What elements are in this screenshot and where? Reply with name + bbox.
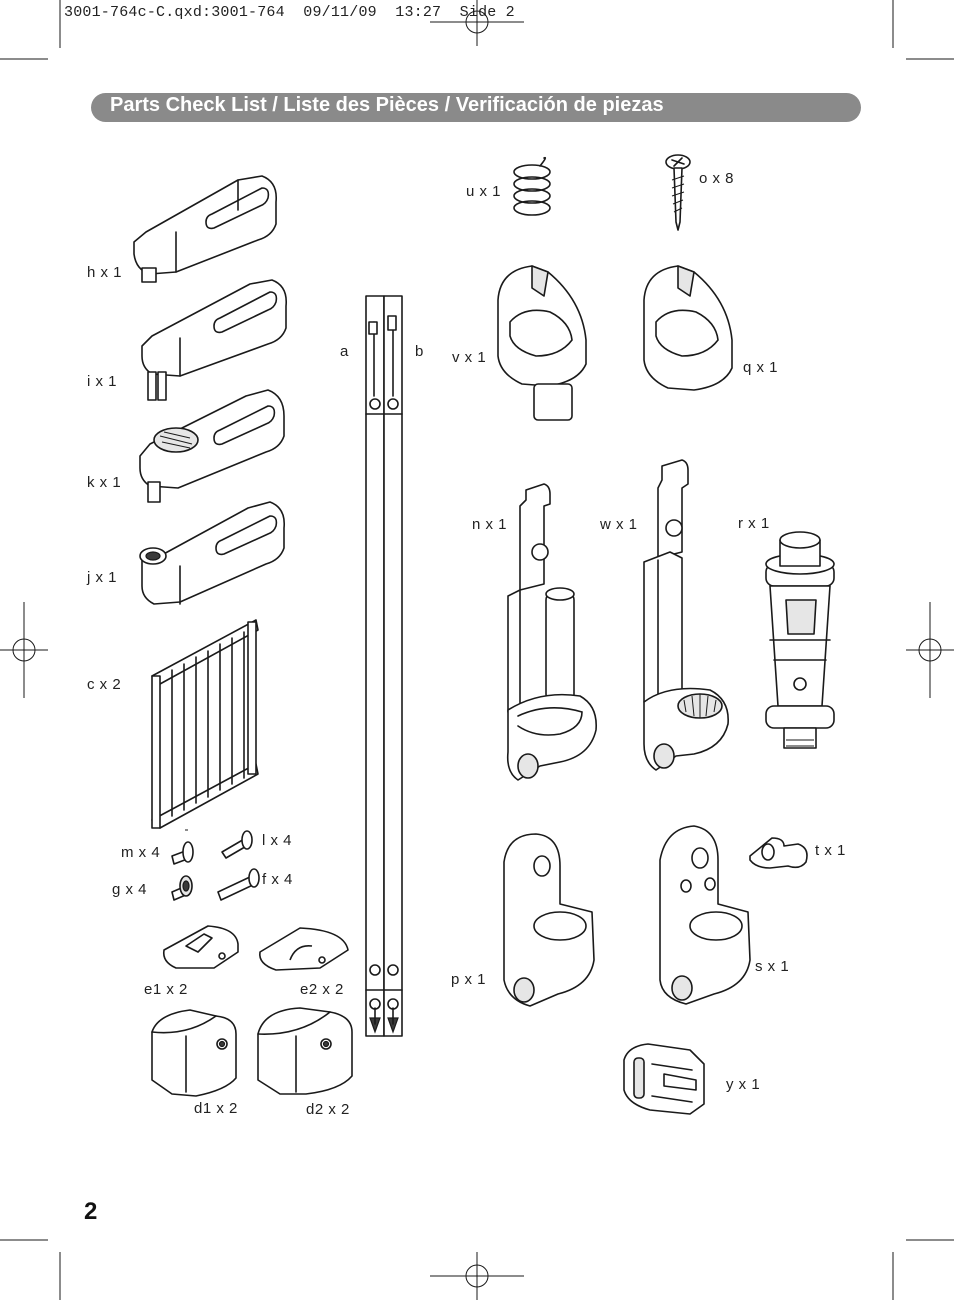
part-o-screw — [665, 154, 691, 231]
part-w-hinge — [643, 459, 729, 771]
label-part-c: c x 2 — [87, 676, 122, 693]
label-part-d1: d1 x 2 — [194, 1100, 238, 1117]
part-a-pole — [365, 295, 385, 1037]
page-title: Parts Check List / Liste des Pièces / Ve… — [110, 94, 664, 116]
label-part-u: u x 1 — [466, 183, 502, 200]
label-part-f: f x 4 — [262, 871, 293, 888]
page-number: 2 — [84, 1198, 98, 1225]
part-f-bolt — [217, 868, 260, 901]
label-part-o: o x 8 — [699, 170, 735, 187]
part-m-bolt — [171, 841, 194, 865]
label-part-y: y x 1 — [726, 1076, 761, 1093]
label-part-t: t x 1 — [815, 842, 846, 859]
title-banner: Parts Check List / Liste des Pièces / Ve… — [91, 93, 861, 122]
part-q-holder — [643, 265, 733, 391]
part-b-pole — [383, 295, 403, 1037]
part-i-bracket — [141, 279, 288, 401]
registration-mark-bottom — [430, 1252, 524, 1300]
label-part-b: b — [415, 343, 424, 360]
part-t-clip — [749, 837, 808, 869]
part-r-connector — [765, 531, 835, 749]
label-part-h: h x 1 — [87, 264, 123, 281]
label-part-i: i x 1 — [87, 373, 118, 390]
label-part-s: s x 1 — [755, 958, 790, 975]
label-part-a: a — [340, 343, 349, 360]
part-j-bracket — [139, 501, 286, 605]
label-part-e1: e1 x 2 — [144, 981, 188, 998]
registration-mark-right — [906, 602, 954, 698]
label-part-v: v x 1 — [452, 349, 487, 366]
part-d2-cup — [257, 1007, 353, 1095]
part-l-bolt — [221, 830, 253, 859]
part-d1-cup — [151, 1009, 237, 1097]
label-part-k: k x 1 — [87, 474, 122, 491]
registration-mark-top — [430, 0, 524, 46]
part-e1-foot — [162, 925, 239, 969]
label-part-q: q x 1 — [743, 359, 779, 376]
label-part-l: l x 4 — [262, 832, 293, 849]
label-part-w: w x 1 — [600, 516, 638, 533]
label-part-n: n x 1 — [472, 516, 508, 533]
part-n-hinge — [506, 483, 597, 781]
part-p-bracket — [503, 833, 595, 1007]
part-k-bracket — [139, 389, 285, 503]
part-u-spring — [513, 156, 551, 216]
file-slug-line: 3001-764c-C.qxd:3001-764 09/11/09 13:27 … — [64, 4, 515, 21]
part-c-gate-panel — [151, 619, 259, 831]
label-part-e2: e2 x 2 — [300, 981, 344, 998]
label-part-m: m x 4 — [121, 844, 161, 861]
part-e2-foot — [259, 927, 349, 971]
label-part-d2: d2 x 2 — [306, 1101, 350, 1118]
part-v-holder — [497, 265, 587, 421]
part-h-bracket — [133, 175, 278, 283]
part-g-bolt — [171, 875, 193, 901]
label-part-p: p x 1 — [451, 971, 487, 988]
part-y-lock — [623, 1043, 705, 1115]
part-s-bracket — [659, 825, 751, 1005]
label-part-g: g x 4 — [112, 881, 148, 898]
label-part-r: r x 1 — [738, 515, 770, 532]
registration-mark-left — [0, 602, 48, 698]
label-part-j: j x 1 — [87, 569, 118, 586]
